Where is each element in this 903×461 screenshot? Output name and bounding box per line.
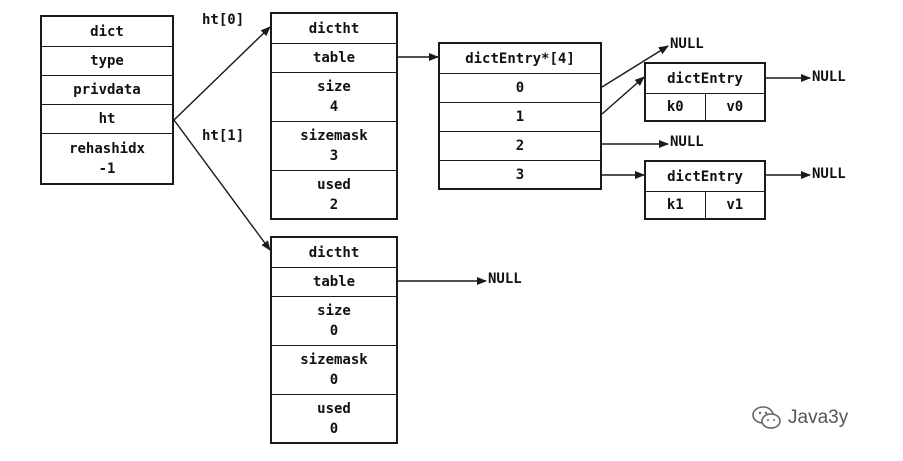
bucket-3: 3 xyxy=(515,166,525,183)
wechat-icon xyxy=(752,406,781,429)
dict-entry-k1: dictEntry k1 v1 xyxy=(644,160,766,220)
ht0-table-field: table xyxy=(272,44,396,73)
entry-k0-row: k0 v0 xyxy=(646,94,764,120)
ht1-sizemask-value: 0 xyxy=(329,372,339,388)
rehashidx-label: rehashidx xyxy=(69,140,145,157)
ht0-sizemask-label: sizemask xyxy=(300,128,368,144)
ht0-used-value: 2 xyxy=(329,196,339,213)
dict-privdata-field: privdata xyxy=(42,76,172,105)
entry-array: dictEntry*[4] 0 1 2 3 xyxy=(438,42,602,190)
dict-rehashidx-field: rehashidx -1 xyxy=(42,134,172,183)
rehashidx-value: -1 xyxy=(98,160,116,177)
bucket-1: 1 xyxy=(440,103,600,132)
arrow-ht-to-ht0 xyxy=(173,26,271,121)
ht0-size-value: 4 xyxy=(329,99,339,115)
ht1-table-field: table xyxy=(272,268,396,297)
ht1-used-label: used xyxy=(317,400,351,417)
entry-k0-title: dictEntry xyxy=(646,64,764,94)
ht1-sizemask-field: sizemask 0 xyxy=(272,346,396,395)
arrow-bucket1-to-entry-k0 xyxy=(601,76,645,115)
dict-ht-field: ht xyxy=(42,105,172,134)
entry-k1-title: dictEntry xyxy=(646,162,764,192)
ht0-size-field: size 4 xyxy=(272,73,396,122)
ht1-sizemask-label: sizemask xyxy=(300,352,368,368)
ht0-sizemask-value: 3 xyxy=(329,148,339,164)
null-bucket-2: NULL xyxy=(670,134,704,150)
ht1-used-field: used 0 xyxy=(272,395,396,442)
ht0-sizemask-field: sizemask 3 xyxy=(272,122,396,171)
ht0-used-label: used xyxy=(317,176,351,193)
entry-array-title: dictEntry*[4] xyxy=(440,44,600,74)
watermark-text: Java3y xyxy=(788,407,849,428)
ht1-size-label: size xyxy=(317,303,351,319)
dict-struct: dict type privdata ht rehashidx -1 xyxy=(40,15,174,185)
bucket-0: 0 xyxy=(440,74,600,103)
ht0-title: dictht xyxy=(272,14,396,44)
null-entry-k1-next: NULL xyxy=(812,166,846,182)
ht0-used-field: used 2 xyxy=(272,171,396,218)
entry-k1-row: k1 v1 xyxy=(646,192,764,218)
ht1-dictht: dictht table size 0 sizemask 0 used 0 xyxy=(270,236,398,444)
dict-entry-k0: dictEntry k0 v0 xyxy=(644,62,766,122)
dict-title: dict xyxy=(42,17,172,47)
ht0-dictht: dictht table size 4 sizemask 3 used 2 xyxy=(270,12,398,220)
null-bucket-0: NULL xyxy=(670,36,704,52)
watermark: Java3y xyxy=(752,405,848,431)
ht1-label: ht[1] xyxy=(202,128,245,144)
ht0-label: ht[0] xyxy=(202,12,245,28)
ht0-size-label: size xyxy=(317,79,351,95)
ht1-size-field: size 0 xyxy=(272,297,396,346)
entry-k0-key: k0 xyxy=(646,94,706,120)
entry-k1-value: v1 xyxy=(726,197,744,213)
null-entry-k0-next: NULL xyxy=(812,69,846,85)
entry-k0-value: v0 xyxy=(726,99,744,115)
ht1-size-value: 0 xyxy=(329,323,339,339)
ht1-used-value: 0 xyxy=(329,420,339,437)
entry-k1-key: k1 xyxy=(646,192,706,218)
bucket-2: 2 xyxy=(440,132,600,161)
arrow-ht-to-ht1 xyxy=(173,119,271,251)
arrow-bucket0-to-null xyxy=(601,45,669,88)
null-ht1-table: NULL xyxy=(488,271,522,287)
dict-type-field: type xyxy=(42,47,172,76)
ht1-title: dictht xyxy=(272,238,396,268)
